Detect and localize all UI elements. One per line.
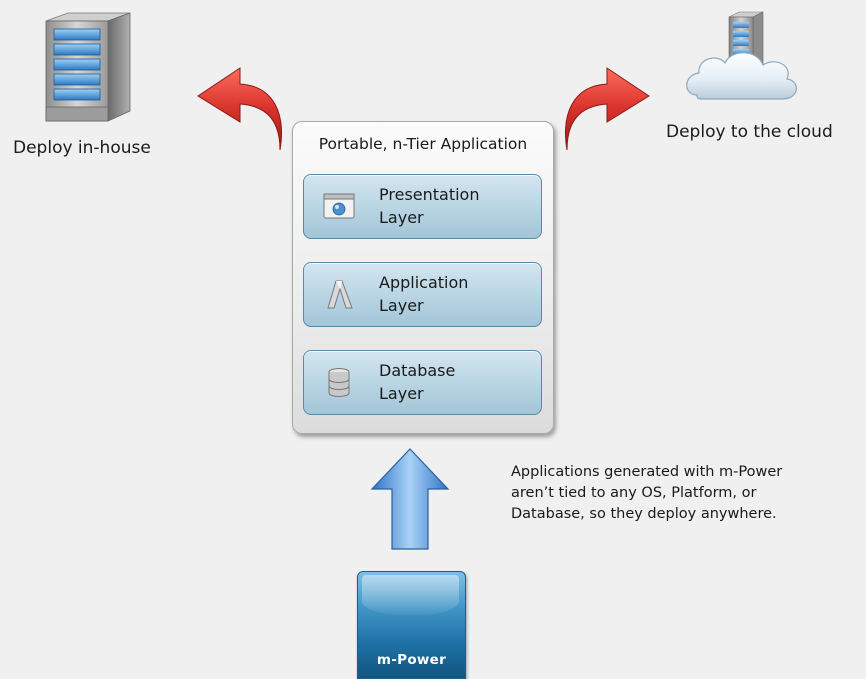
mpower-gloss (362, 575, 459, 615)
deploy-cloud-label: Deploy to the cloud (666, 122, 833, 142)
presentation-layer-line1: Presentation (379, 185, 480, 204)
red-arrow-left-icon (197, 67, 282, 151)
mpower-logo: m-Power (357, 571, 466, 679)
database-layer-line1: Database (379, 361, 456, 380)
application-layer-line1: Application (379, 273, 469, 292)
blue-up-arrow-icon (370, 448, 450, 550)
red-arrow-right-icon (565, 67, 650, 151)
application-layer: Application Layer (303, 262, 542, 327)
presentation-layer-line2: Layer (379, 208, 424, 227)
application-a-icon (327, 280, 353, 309)
application-panel: Portable, n-Tier Application Presentatio… (292, 121, 554, 434)
note-line3: Database, so they deploy anywhere. (511, 506, 777, 522)
database-layer: Database Layer (303, 350, 542, 415)
deploy-inhouse-label: Deploy in-house (13, 138, 151, 158)
database-layer-line2: Layer (379, 384, 424, 403)
note-line1: Applications generated with m-Power (511, 464, 783, 480)
database-icon (328, 368, 350, 397)
presentation-layer: Presentation Layer (303, 174, 542, 239)
application-layer-line2: Layer (379, 296, 424, 315)
application-title: Portable, n-Tier Application (318, 135, 528, 153)
window-icon (323, 193, 355, 219)
mpower-label: m-Power (376, 652, 447, 668)
cloud-server-icon (686, 11, 797, 100)
deploy-anywhere-note: Applications generated with m-Power aren… (511, 462, 782, 525)
note-line2: aren’t tied to any OS, Platform, or (511, 485, 757, 501)
server-icon (45, 12, 131, 122)
